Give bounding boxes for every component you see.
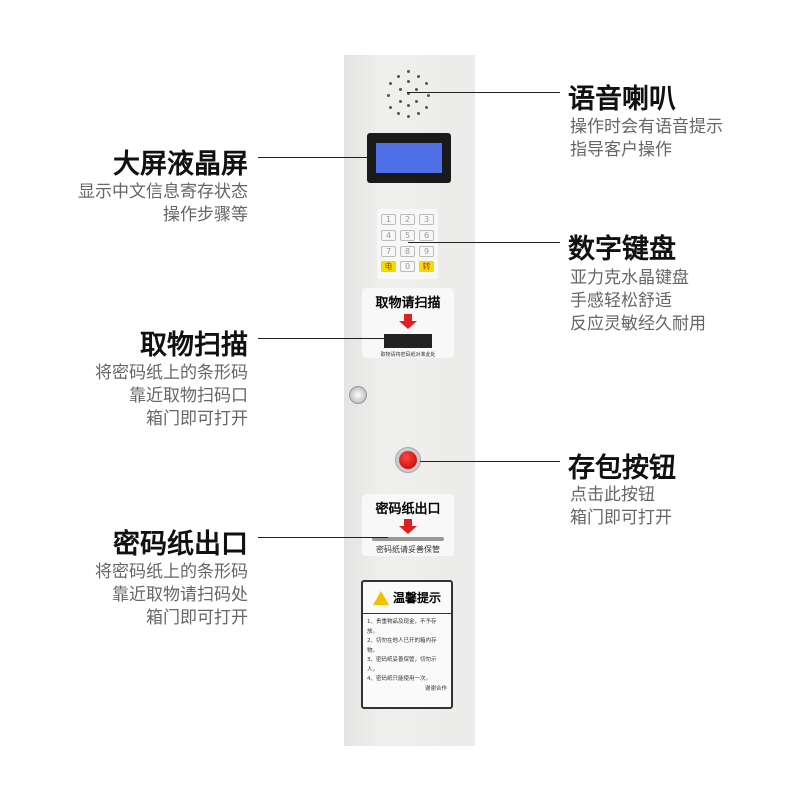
callout-button-title: 存包按钮 [568, 453, 676, 484]
notice-title: 温馨提示 [392, 591, 441, 605]
notice-item: 3、密码纸妥善保管，切勿示人。 [367, 657, 437, 673]
key-8[interactable]: 8 [400, 245, 415, 257]
arrow-down-icon [399, 519, 417, 534]
paper-exit-label: 密码纸出口 密码纸请妥善保管 [362, 494, 454, 556]
paper-label-title: 密码纸出口 [375, 502, 441, 517]
lcd-screen [367, 133, 451, 183]
scan-label-caption: 取物请将密码纸对准此处 [380, 352, 436, 358]
scanner-window [384, 334, 432, 348]
callout-lcd-desc: 显示中文信息寄存状态操作步骤等 [78, 182, 248, 225]
callout-keypad-title: 数字键盘 [568, 234, 676, 265]
door-lock [349, 386, 367, 404]
key-5[interactable]: 5 [400, 229, 415, 241]
key-2[interactable]: 2 [400, 214, 415, 225]
scan-label: 取物请扫描 取物请将密码纸对准此处 [362, 288, 454, 358]
callout-speaker-desc: 操作时会有语音提示指导客户操作 [570, 117, 723, 160]
key-9[interactable]: 9 [419, 245, 434, 257]
key-1[interactable]: 1 [381, 214, 396, 225]
key-转[interactable]: 转 [419, 261, 434, 273]
speaker-grille [385, 68, 435, 118]
paper-slot [372, 537, 444, 541]
key-0[interactable]: 0 [400, 261, 415, 273]
paper-label-caption: 密码纸请妥善保管 [376, 545, 440, 554]
callout-paper-title: 密码纸出口 [113, 529, 248, 560]
notice-thanks: 谢谢合作 [424, 685, 447, 692]
key-7[interactable]: 7 [381, 245, 396, 257]
key-4[interactable]: 4 [381, 229, 396, 241]
callout-button-desc: 点击此按钮箱门即可打开 [570, 485, 672, 528]
callout-keypad-desc: 亚力克水晶键盘手感轻松舒适反应灵敏经久耐用 [570, 268, 706, 334]
key-6[interactable]: 6 [419, 229, 434, 241]
notice-item: 2、切勿在他人已开的箱内存物。 [367, 638, 437, 654]
callout-speaker-title: 语音喇叭 [568, 84, 676, 115]
store-button[interactable] [395, 447, 421, 473]
notice-item: 4、密码纸只能使用一次。 [367, 676, 432, 682]
key-3[interactable]: 3 [419, 214, 434, 225]
notice-item: 1、贵重物品及现金，不予存放。 [367, 619, 437, 635]
notice-card: 温馨提示 1、贵重物品及现金，不予存放。 2、切勿在他人已开的箱内存物。 3、密… [361, 580, 453, 709]
callout-lcd-title: 大屏液晶屏 [113, 149, 248, 180]
arrow-down-icon [399, 314, 417, 329]
callout-scan-desc: 将密码纸上的条形码靠近取物扫码口箱门即可打开 [95, 363, 248, 429]
key-电[interactable]: 电 [381, 261, 396, 273]
callout-scan-title: 取物扫描 [140, 330, 248, 361]
warning-icon [372, 590, 389, 605]
scan-label-title: 取物请扫描 [375, 296, 441, 311]
callout-paper-desc: 将密码纸上的条形码靠近取物请扫码处箱门即可打开 [95, 562, 248, 628]
